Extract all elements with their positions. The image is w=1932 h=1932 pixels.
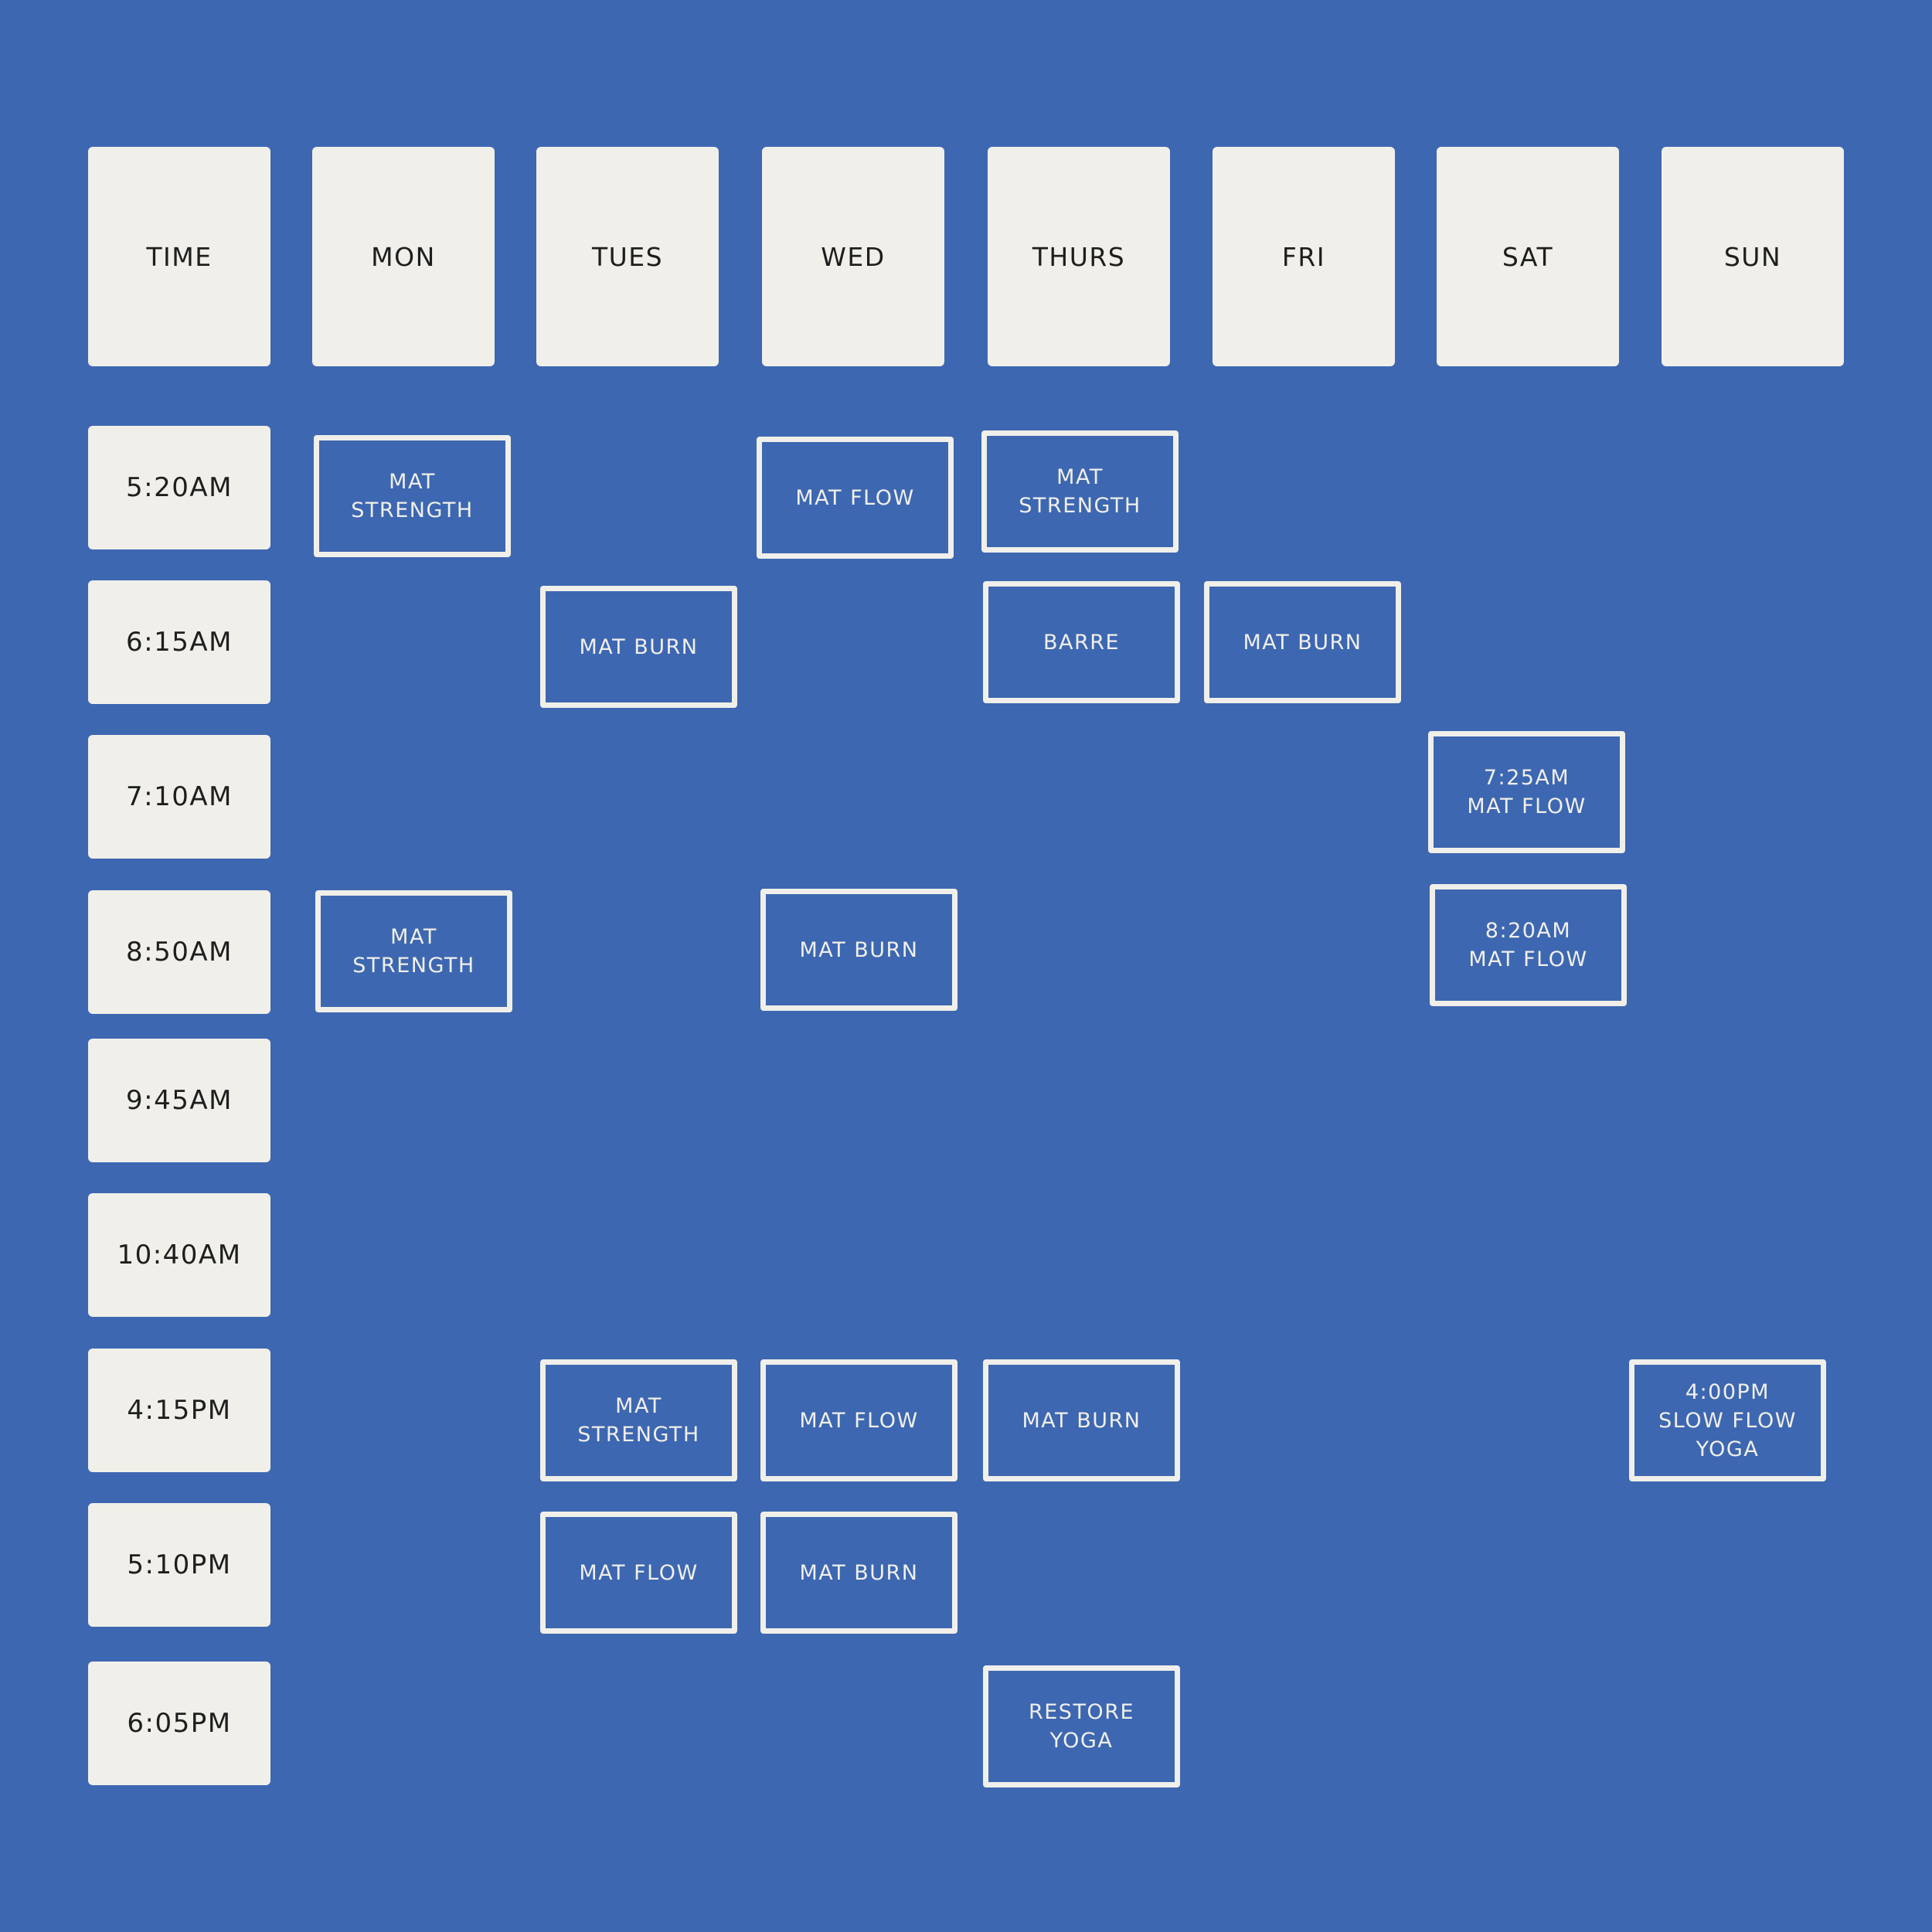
class-block: 4:00PM SLOW FLOW YOGA bbox=[1629, 1359, 1826, 1481]
time-slot: 4:15PM bbox=[88, 1349, 270, 1472]
class-block: 8:20AM MAT FLOW bbox=[1430, 884, 1627, 1006]
class-block: MAT BURN bbox=[1204, 581, 1401, 703]
class-block: MAT STRENGTH bbox=[981, 430, 1179, 553]
time-slot: 10:40AM bbox=[88, 1193, 270, 1317]
header-fri: FRI bbox=[1213, 147, 1395, 366]
class-block: MAT BURN bbox=[540, 586, 737, 708]
time-slot: 6:05PM bbox=[88, 1662, 270, 1785]
time-slot: 5:20AM bbox=[88, 426, 270, 549]
time-slot: 9:45AM bbox=[88, 1039, 270, 1162]
header-tues: TUES bbox=[536, 147, 719, 366]
header-sun: SUN bbox=[1662, 147, 1844, 366]
time-slot: 6:15AM bbox=[88, 580, 270, 704]
class-block: MAT BURN bbox=[983, 1359, 1180, 1481]
header-wed: WED bbox=[762, 147, 944, 366]
class-block: 7:25AM MAT FLOW bbox=[1428, 731, 1625, 853]
class-block: MAT BURN bbox=[760, 1512, 957, 1634]
header-sat: SAT bbox=[1437, 147, 1619, 366]
class-block: MAT FLOW bbox=[540, 1512, 737, 1634]
header-time: TIME bbox=[88, 147, 270, 366]
time-slot: 5:10PM bbox=[88, 1503, 270, 1627]
class-block: MAT FLOW bbox=[757, 437, 954, 559]
header-thurs: THURS bbox=[988, 147, 1170, 366]
class-block: MAT STRENGTH bbox=[315, 890, 512, 1012]
class-block: MAT STRENGTH bbox=[314, 435, 511, 557]
class-block: RESTORE YOGA bbox=[983, 1665, 1180, 1787]
class-block: MAT BURN bbox=[760, 889, 957, 1011]
class-block: MAT FLOW bbox=[760, 1359, 957, 1481]
class-block: BARRE bbox=[983, 581, 1180, 703]
time-slot: 7:10AM bbox=[88, 735, 270, 859]
header-mon: MON bbox=[312, 147, 495, 366]
time-slot: 8:50AM bbox=[88, 890, 270, 1014]
class-block: MAT STRENGTH bbox=[540, 1359, 737, 1481]
